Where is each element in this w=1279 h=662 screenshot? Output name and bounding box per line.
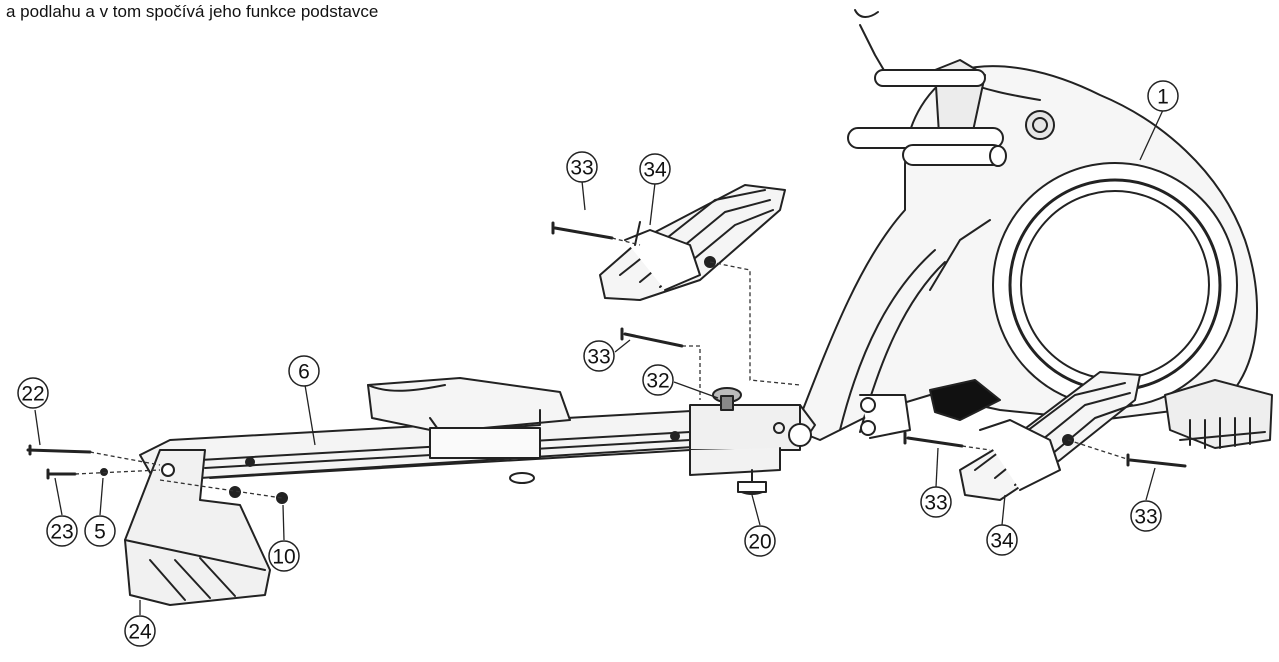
label-33-upper: 33 — [570, 157, 593, 180]
bolt-33-left — [906, 436, 964, 448]
label-34-lower: 34 — [990, 530, 1014, 553]
flywheel-housing — [794, 9, 1258, 441]
callout-20 — [744, 525, 776, 557]
label-22: 22 — [21, 383, 44, 406]
pedal-upper — [599, 184, 786, 301]
seat — [367, 377, 571, 459]
callout-5 — [84, 515, 116, 547]
label-24: 24 — [128, 621, 152, 644]
label-23: 23 — [50, 521, 73, 544]
label-10: 10 — [272, 546, 295, 569]
label-33-right: 33 — [1134, 506, 1157, 529]
mount-bracket — [929, 379, 1001, 421]
bolt-22 — [26, 448, 92, 454]
front-stabilizer — [124, 449, 271, 606]
handlebar — [847, 69, 1007, 167]
pedal-lower — [959, 371, 1141, 501]
label-6: 6 — [298, 361, 310, 384]
callout-22 — [17, 377, 49, 409]
label-1: 1 — [1157, 86, 1169, 109]
label-33-mid: 33 — [587, 346, 610, 369]
label-5: 5 — [94, 521, 106, 544]
callout-6 — [288, 355, 320, 387]
bolt-33-upper — [553, 226, 614, 240]
label-32: 32 — [646, 370, 669, 393]
callout-23 — [46, 515, 78, 547]
callout-33-upper — [566, 151, 598, 183]
rear-stabilizer — [1164, 379, 1273, 449]
callout-24 — [124, 615, 156, 647]
label-20: 20 — [748, 531, 771, 554]
callout-33-right — [1130, 500, 1162, 532]
knob-32 — [712, 387, 742, 411]
nut-10 — [276, 492, 288, 504]
label-33-left: 33 — [924, 492, 947, 515]
foot-20 — [737, 469, 767, 495]
callout-33-mid — [583, 340, 615, 372]
label-34-upper: 34 — [643, 159, 667, 182]
callout-34-upper — [639, 153, 671, 185]
caption-text: a podlahu a v tom spočívá jeho funkce po… — [6, 2, 379, 21]
callout-10 — [268, 540, 300, 572]
callout-34-lower — [986, 524, 1018, 556]
callout-32 — [642, 364, 674, 396]
callout-33-left — [920, 486, 952, 518]
bolt-33-right — [1128, 458, 1187, 468]
callout-1 — [1147, 80, 1179, 112]
bolt-33-mid — [623, 332, 684, 348]
